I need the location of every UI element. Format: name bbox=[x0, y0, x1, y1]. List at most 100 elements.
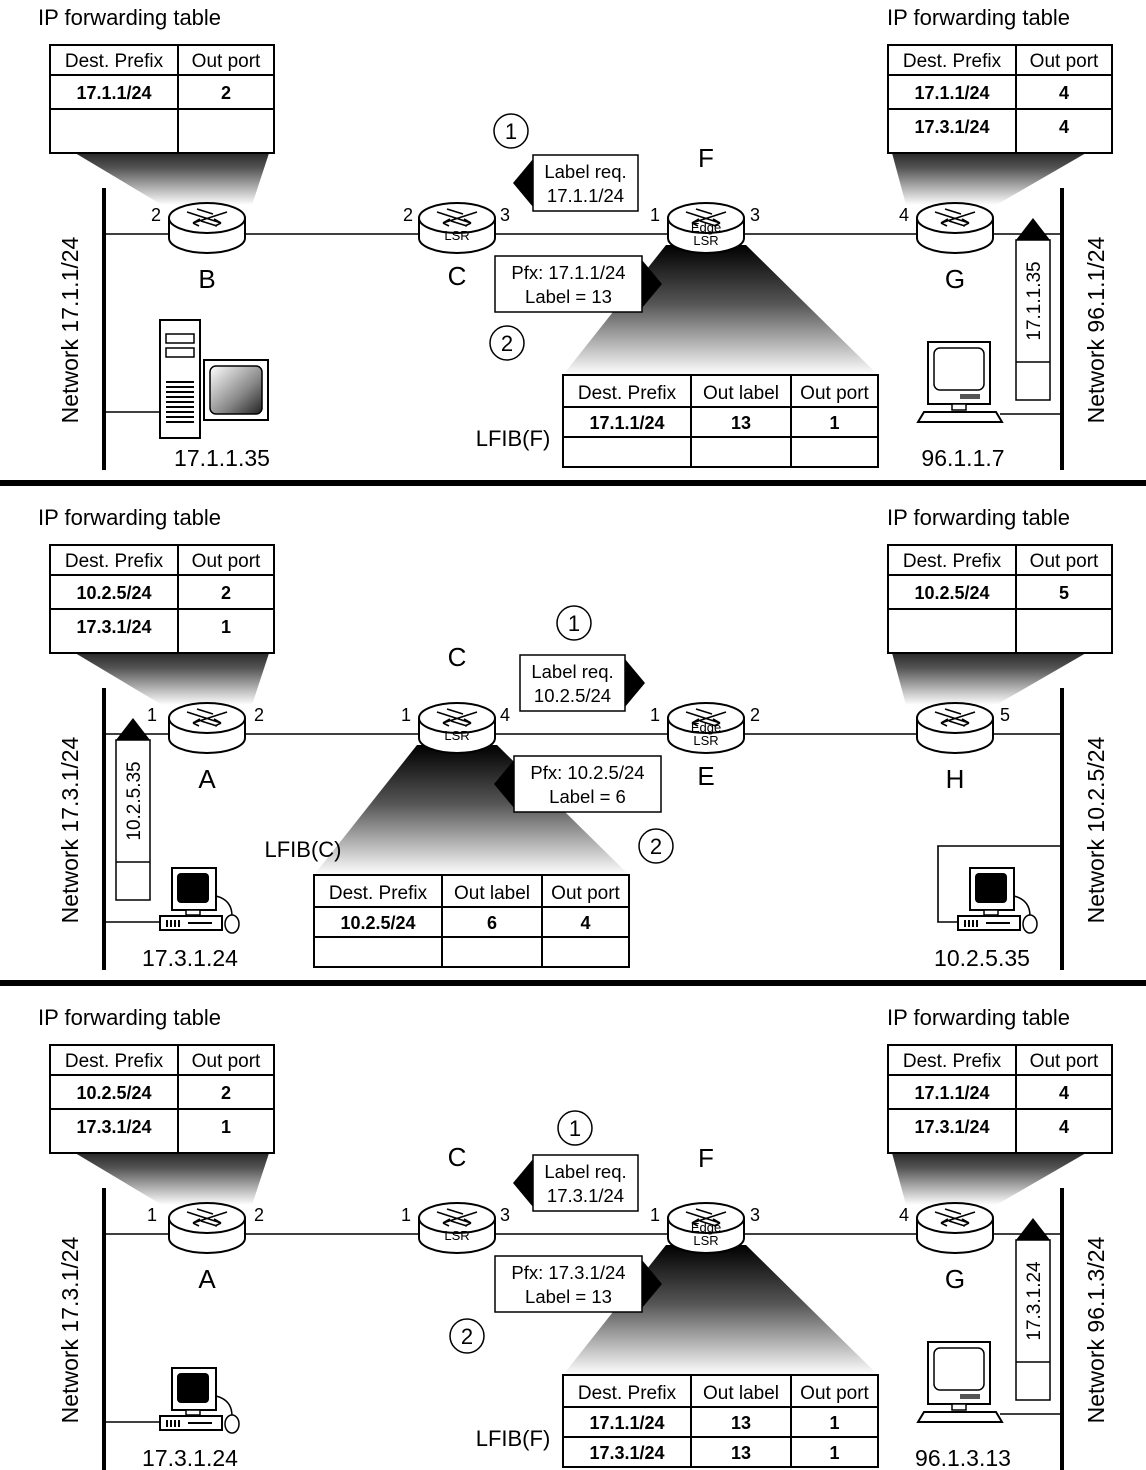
workstation-host-icon bbox=[918, 342, 1002, 422]
router-type-label: LSR bbox=[444, 1228, 469, 1243]
panel-1: Network 17.1.1/24Network 96.1.1/24LSREdg… bbox=[0, 5, 1146, 483]
table-cell: 17.1.1/24 bbox=[914, 83, 989, 103]
message-line: Label = 13 bbox=[525, 286, 612, 307]
port-number: 3 bbox=[750, 1205, 760, 1225]
column-header: Out port bbox=[800, 1383, 869, 1404]
table-title: IP forwarding table bbox=[887, 505, 1070, 530]
desktop-host-icon bbox=[958, 868, 1037, 933]
packet-dest-address: 17.1.1.35 bbox=[1024, 261, 1045, 340]
table-title: IP forwarding table bbox=[887, 5, 1070, 30]
router-name: C bbox=[448, 642, 467, 672]
step-number: 2 bbox=[461, 1324, 473, 1349]
router-type-label: LSR bbox=[693, 233, 718, 248]
table-cell: 17.1.1/24 bbox=[589, 1413, 664, 1433]
message-line: Label = 13 bbox=[525, 1286, 612, 1307]
column-header: Out port bbox=[1030, 551, 1099, 572]
message-line: Pfx: 17.3.1/24 bbox=[511, 1262, 625, 1283]
table-title: IP forwarding table bbox=[887, 1005, 1070, 1030]
arrow-up-icon bbox=[1016, 1218, 1050, 1240]
packet-icon: 17.1.1.35 bbox=[1016, 218, 1050, 400]
host-address-left: 17.3.1.24 bbox=[142, 945, 238, 971]
port-number: 1 bbox=[147, 705, 157, 725]
network-label-left: Network 17.3.1/24 bbox=[57, 736, 83, 923]
router-edge-lsr: EdgeLSR bbox=[668, 203, 744, 253]
router-lsr: LSR bbox=[419, 1203, 495, 1253]
label-request-message: Label req.17.3.1/241 bbox=[513, 1111, 638, 1211]
network-label-left: Network 17.3.1/24 bbox=[57, 1236, 83, 1423]
router-name: F bbox=[698, 143, 714, 173]
step-number: 2 bbox=[650, 834, 662, 859]
table-cell: 17.3.1/24 bbox=[76, 617, 151, 637]
step-number: 1 bbox=[505, 119, 517, 144]
router-name: A bbox=[198, 1264, 216, 1294]
table-cell: 1 bbox=[829, 413, 839, 433]
packet-icon: 17.3.1.24 bbox=[1016, 1218, 1050, 1400]
column-header: Out port bbox=[192, 1051, 261, 1072]
workstation-host-icon bbox=[918, 1342, 1002, 1422]
router-left bbox=[169, 703, 245, 753]
column-header: Out label bbox=[703, 383, 779, 404]
arrow-left-icon bbox=[513, 1159, 533, 1207]
table-cell: 1 bbox=[221, 617, 231, 637]
router-type-label: LSR bbox=[693, 733, 718, 748]
port-number: 2 bbox=[254, 705, 264, 725]
table-cell: 10.2.5/24 bbox=[914, 583, 989, 603]
table-cell: 17.3.1/24 bbox=[589, 1443, 664, 1463]
ip-forwarding-table-right: IP forwarding tableDest. Prefix Out port 1… bbox=[887, 5, 1112, 153]
table-cell: 17.3.1/24 bbox=[76, 1117, 151, 1137]
lfib-table: Dest. Prefix 17.1.1/24 17.3.1/24 Out label 1… bbox=[563, 1375, 878, 1467]
table-cell: 10.2.5/24 bbox=[76, 1083, 151, 1103]
arrow-up-icon bbox=[1016, 218, 1050, 240]
lfib-table: Dest. Prefix10.2.5/24Out label6Out port4 bbox=[314, 875, 629, 967]
port-number: 1 bbox=[401, 1205, 411, 1225]
router-right bbox=[917, 703, 993, 753]
network-label-right: Network 10.2.5/24 bbox=[1083, 736, 1109, 923]
host-address-right: 10.2.5.35 bbox=[934, 945, 1030, 971]
port-number: 3 bbox=[500, 205, 510, 225]
router-name: H bbox=[946, 764, 965, 794]
panel-2: Network 17.3.1/24Network 10.2.5/24LSREdg… bbox=[0, 505, 1146, 983]
column-header: Dest. Prefix bbox=[903, 1051, 1002, 1072]
port-number: 2 bbox=[403, 205, 413, 225]
column-header: Out label bbox=[454, 883, 530, 904]
column-header: Out port bbox=[1030, 1051, 1099, 1072]
port-number: 1 bbox=[401, 705, 411, 725]
router-name: F bbox=[698, 1143, 714, 1173]
table-cell: 5 bbox=[1059, 583, 1069, 603]
column-header: Dest. Prefix bbox=[903, 51, 1002, 72]
step-number: 2 bbox=[501, 331, 513, 356]
table-cell: 1 bbox=[829, 1413, 839, 1433]
step-number: 1 bbox=[568, 611, 580, 636]
column-header: Out port bbox=[551, 883, 620, 904]
column-header: Out port bbox=[800, 383, 869, 404]
message-line: 17.1.1/24 bbox=[547, 185, 624, 206]
column-header: Out port bbox=[1030, 51, 1099, 72]
table-cell: 4 bbox=[1059, 1117, 1069, 1137]
table-cell: 2 bbox=[221, 83, 231, 103]
column-header: Out label bbox=[703, 1383, 779, 1404]
port-number: 1 bbox=[147, 1205, 157, 1225]
column-header: Dest. Prefix bbox=[578, 1383, 677, 1404]
host-address-right: 96.1.1.7 bbox=[921, 445, 1004, 471]
column-header: Dest. Prefix bbox=[65, 1051, 164, 1072]
arrow-right-icon bbox=[625, 659, 645, 707]
column-header: Dest. Prefix bbox=[578, 383, 677, 404]
port-number: 3 bbox=[500, 1205, 510, 1225]
table-title: IP forwarding table bbox=[38, 1005, 221, 1030]
router-lsr: LSR bbox=[419, 203, 495, 253]
lfib-label: LFIB(C) bbox=[265, 837, 342, 862]
router-type-label: LSR bbox=[444, 228, 469, 243]
router-type-label: LSR bbox=[444, 728, 469, 743]
column-header: Dest. Prefix bbox=[65, 51, 164, 72]
table-cell: 2 bbox=[221, 583, 231, 603]
table-cell: 13 bbox=[731, 1413, 751, 1433]
ip-forwarding-table-left: IP forwarding tableDest. PrefixOut port1… bbox=[38, 5, 274, 153]
router-name: B bbox=[198, 264, 215, 294]
column-header: Out port bbox=[192, 551, 261, 572]
table-cell: 1 bbox=[829, 1443, 839, 1463]
router-edge-lsr: EdgeLSR bbox=[668, 703, 744, 753]
port-number: 1 bbox=[650, 705, 660, 725]
